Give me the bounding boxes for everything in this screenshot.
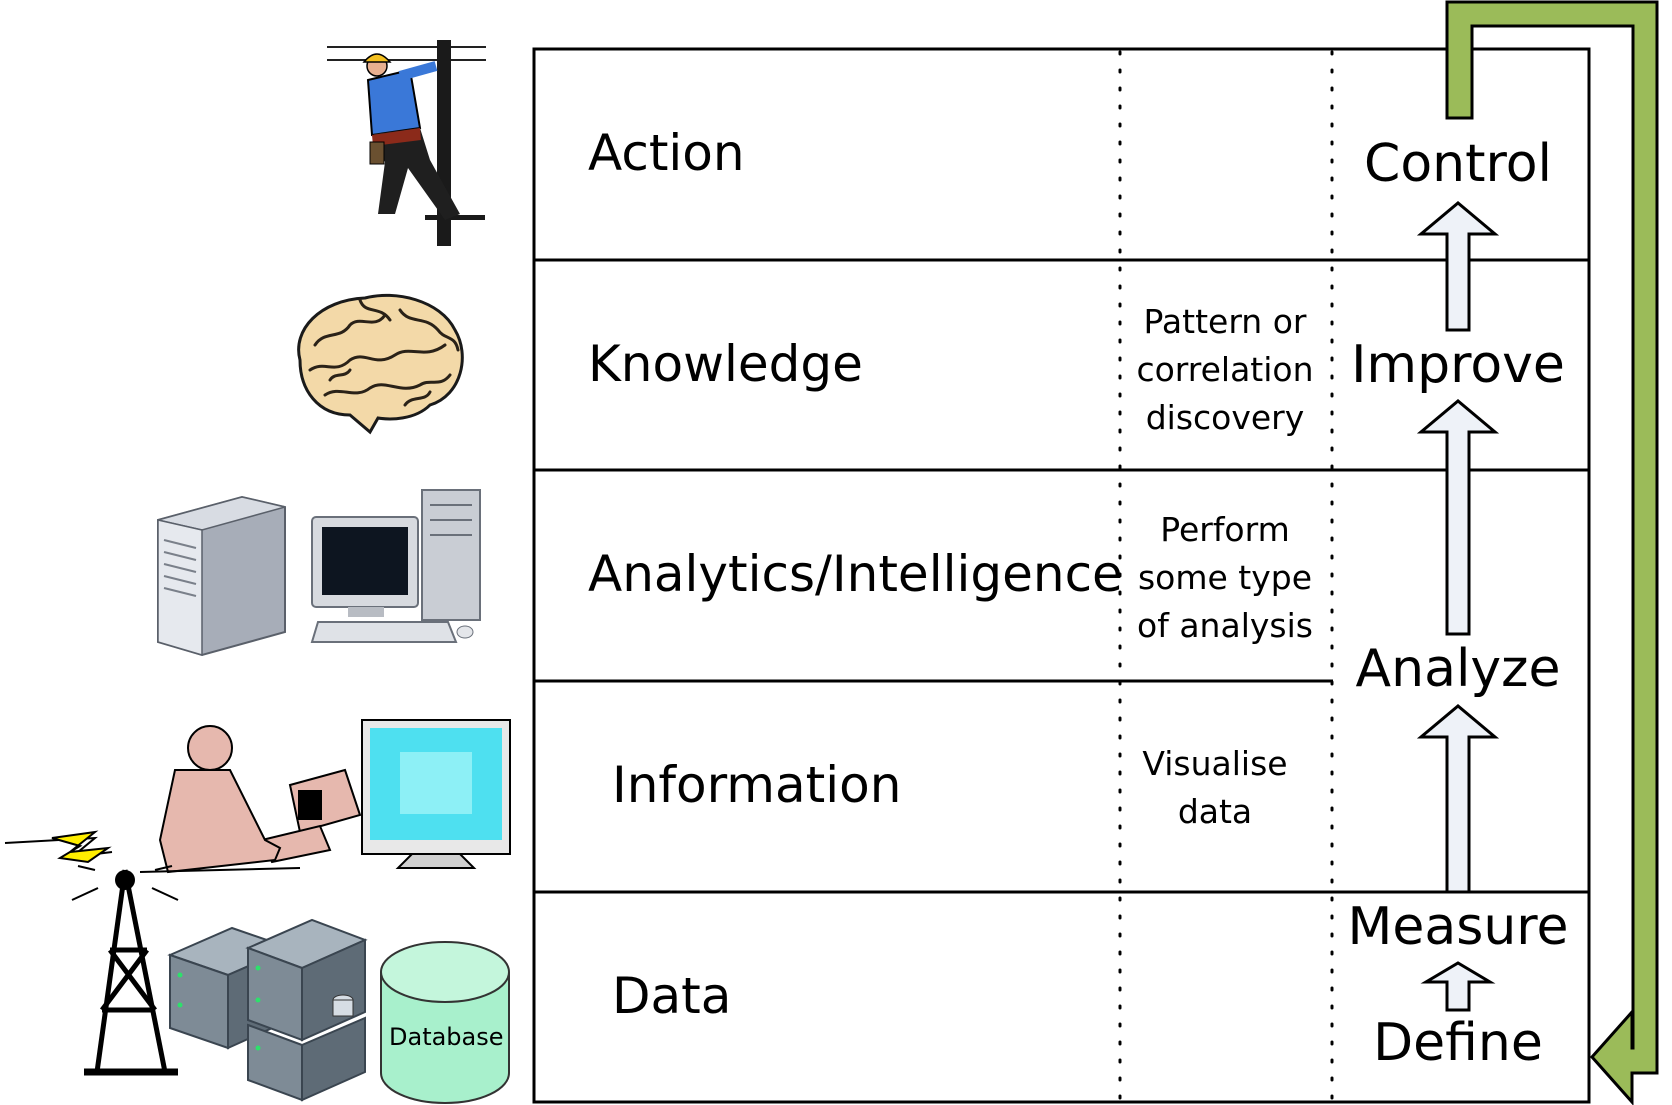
- description-information: Visualise data: [1142, 744, 1288, 831]
- database-icon: [380, 941, 510, 1104]
- level-label-action: Action: [588, 124, 745, 182]
- brain-icon: [297, 293, 464, 435]
- level-label-data: Data: [612, 967, 732, 1025]
- step-arrows: [1416, 201, 1500, 1012]
- database-label: Database: [389, 1023, 504, 1051]
- utility-lineman-icon: [327, 40, 486, 246]
- up-arrow-define-measure: [1420, 961, 1496, 1012]
- radio-tower-icon: [4, 830, 179, 1076]
- step-improve: Improve: [1351, 335, 1565, 395]
- feedback-loop-arrow: [1445, 0, 1659, 1105]
- step-analyze: Analyze: [1355, 639, 1561, 699]
- person-at-computer-icon: [139, 719, 511, 874]
- step-measure: Measure: [1347, 897, 1569, 957]
- level-label-analytics: Analytics/Intelligence: [588, 545, 1123, 603]
- up-arrow-improve-control: [1416, 201, 1500, 332]
- description-analytics: Perform some type of analysis: [1137, 510, 1313, 645]
- description-knowledge: Pattern or correlation discovery: [1136, 302, 1314, 437]
- server-and-desktop-computer-icon: [157, 489, 481, 657]
- up-arrow-measure-analyze: [1416, 704, 1500, 894]
- up-arrow-analyze-improve: [1416, 399, 1500, 636]
- step-define: Define: [1373, 1013, 1543, 1073]
- level-label-information: Information: [612, 756, 902, 814]
- step-control: Control: [1364, 134, 1552, 194]
- pyramid-table: [532, 47, 1591, 1104]
- level-label-knowledge: Knowledge: [588, 335, 863, 393]
- server-rack-icon: [167, 918, 368, 1102]
